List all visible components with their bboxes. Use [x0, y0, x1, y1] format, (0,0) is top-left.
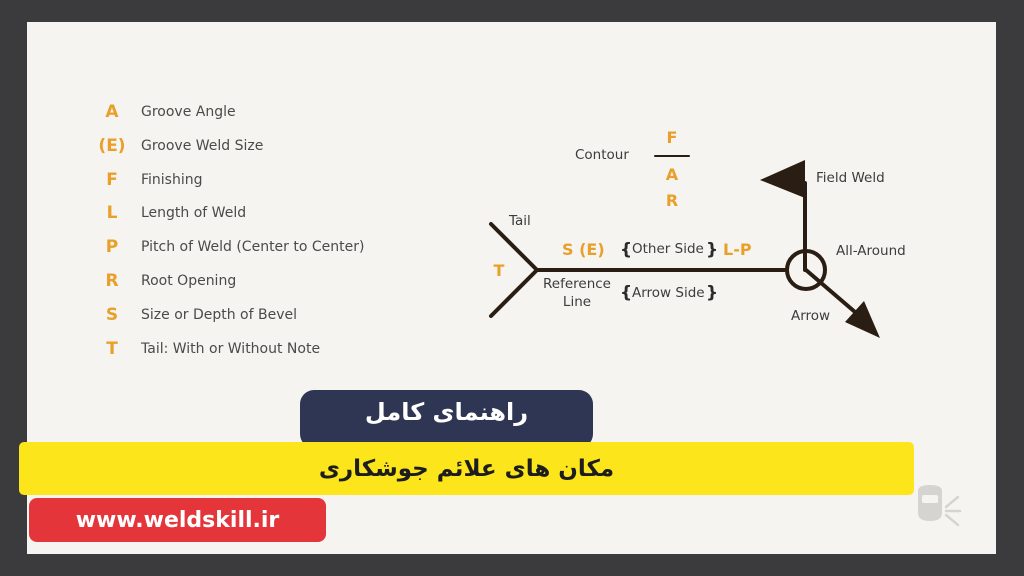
all-around-circle — [785, 249, 827, 291]
website-url: www.weldskill.ir — [75, 507, 280, 533]
legend-code: F — [106, 169, 118, 190]
legend-desc: Tail: With or Without Note — [141, 340, 321, 357]
contour-label: Contour — [575, 147, 629, 163]
legend-code: T — [106, 338, 118, 359]
welding-helmet-logo-icon — [918, 485, 962, 527]
legend-code: R — [105, 270, 119, 291]
contour-code-a: A — [666, 165, 679, 184]
legend-desc: Size or Depth of Bevel — [141, 306, 298, 323]
brace-open-bottom: { — [620, 283, 632, 303]
brace-close-top: } — [706, 240, 718, 260]
tail-lower-line — [489, 268, 539, 318]
website-url-banner[interactable]: www.weldskill.ir — [29, 498, 326, 542]
other-side-label: Other Side — [632, 241, 704, 257]
field-weld-flag — [760, 160, 805, 198]
size-code: S (E) — [562, 240, 605, 259]
contour-code-f: F — [667, 128, 678, 147]
guide-title-banner: راهنمای کامل — [300, 390, 593, 448]
legend-desc: Groove Weld Size — [141, 137, 264, 154]
brace-open-top: { — [620, 240, 632, 260]
arrow-line — [804, 268, 864, 320]
legend-desc: Pitch of Weld (Center to Center) — [141, 239, 365, 256]
legend-desc: Root Opening — [141, 272, 237, 289]
arrow-head — [845, 301, 880, 338]
tail-label: Tail — [508, 213, 531, 229]
arrow-side-label: Arrow Side — [632, 285, 705, 301]
brace-close-bottom: } — [706, 283, 718, 303]
length-pitch-code: L-P — [723, 240, 752, 259]
legend-desc: Groove Angle — [141, 104, 236, 120]
all-around-label: All-Around — [836, 243, 906, 259]
tail-code: T — [494, 261, 505, 280]
arrow-label: Arrow — [791, 308, 830, 324]
tail-upper-line — [489, 222, 539, 272]
legend-code: P — [105, 237, 119, 258]
guide-subtitle-banner: مکان های علائم جوشکاری — [19, 442, 914, 495]
reference-line-label-2: Line — [563, 294, 591, 310]
legend-code: S — [105, 304, 119, 325]
legend-code: (E) — [98, 135, 126, 156]
legend-desc: Finishing — [141, 171, 203, 188]
field-weld-label: Field Weld — [816, 170, 885, 186]
contour-code-r: R — [666, 191, 678, 210]
legend-code: L — [106, 203, 118, 224]
guide-subtitle: مکان های علائم جوشکاری — [318, 455, 615, 482]
legend-code: A — [105, 102, 119, 122]
reference-line-label-1: Reference — [543, 276, 611, 292]
guide-title: راهنمای کامل — [364, 398, 529, 426]
legend-desc: Length of Weld — [141, 205, 247, 222]
